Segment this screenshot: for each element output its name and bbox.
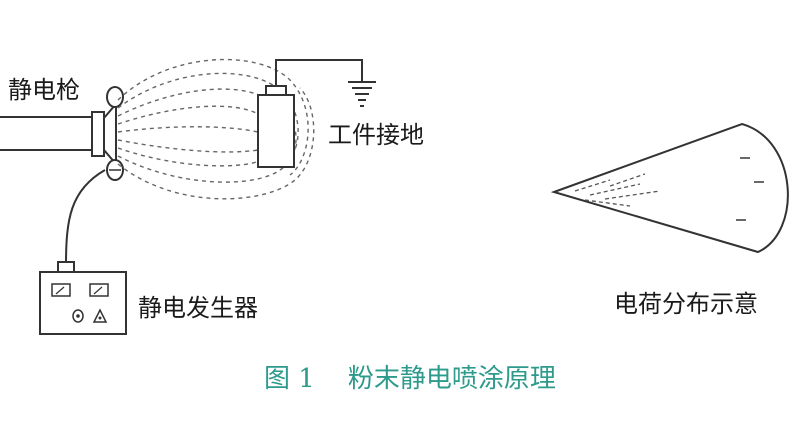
warning-icon [92,308,108,323]
knob-icon [72,309,84,323]
label-generator: 静电发生器 [138,294,258,322]
charge-cone [550,122,789,254]
label-electrostatic-gun: 静电枪 [8,76,80,104]
generator-box [39,261,127,335]
charge-ticks [736,157,764,221]
workpiece [257,85,295,168]
label-workpiece-ground: 工件接地 [328,121,424,149]
charge-marks [574,173,661,207]
ground-symbol-icon [275,59,376,107]
field-lines [117,58,315,200]
gun-cable [65,169,106,266]
meter-icon [89,283,109,297]
label-charge-distribution: 电荷分布示意 [614,290,758,318]
figure-caption: 图 1 粉末静电喷涂原理 [264,364,556,394]
meter-icon [51,283,71,297]
